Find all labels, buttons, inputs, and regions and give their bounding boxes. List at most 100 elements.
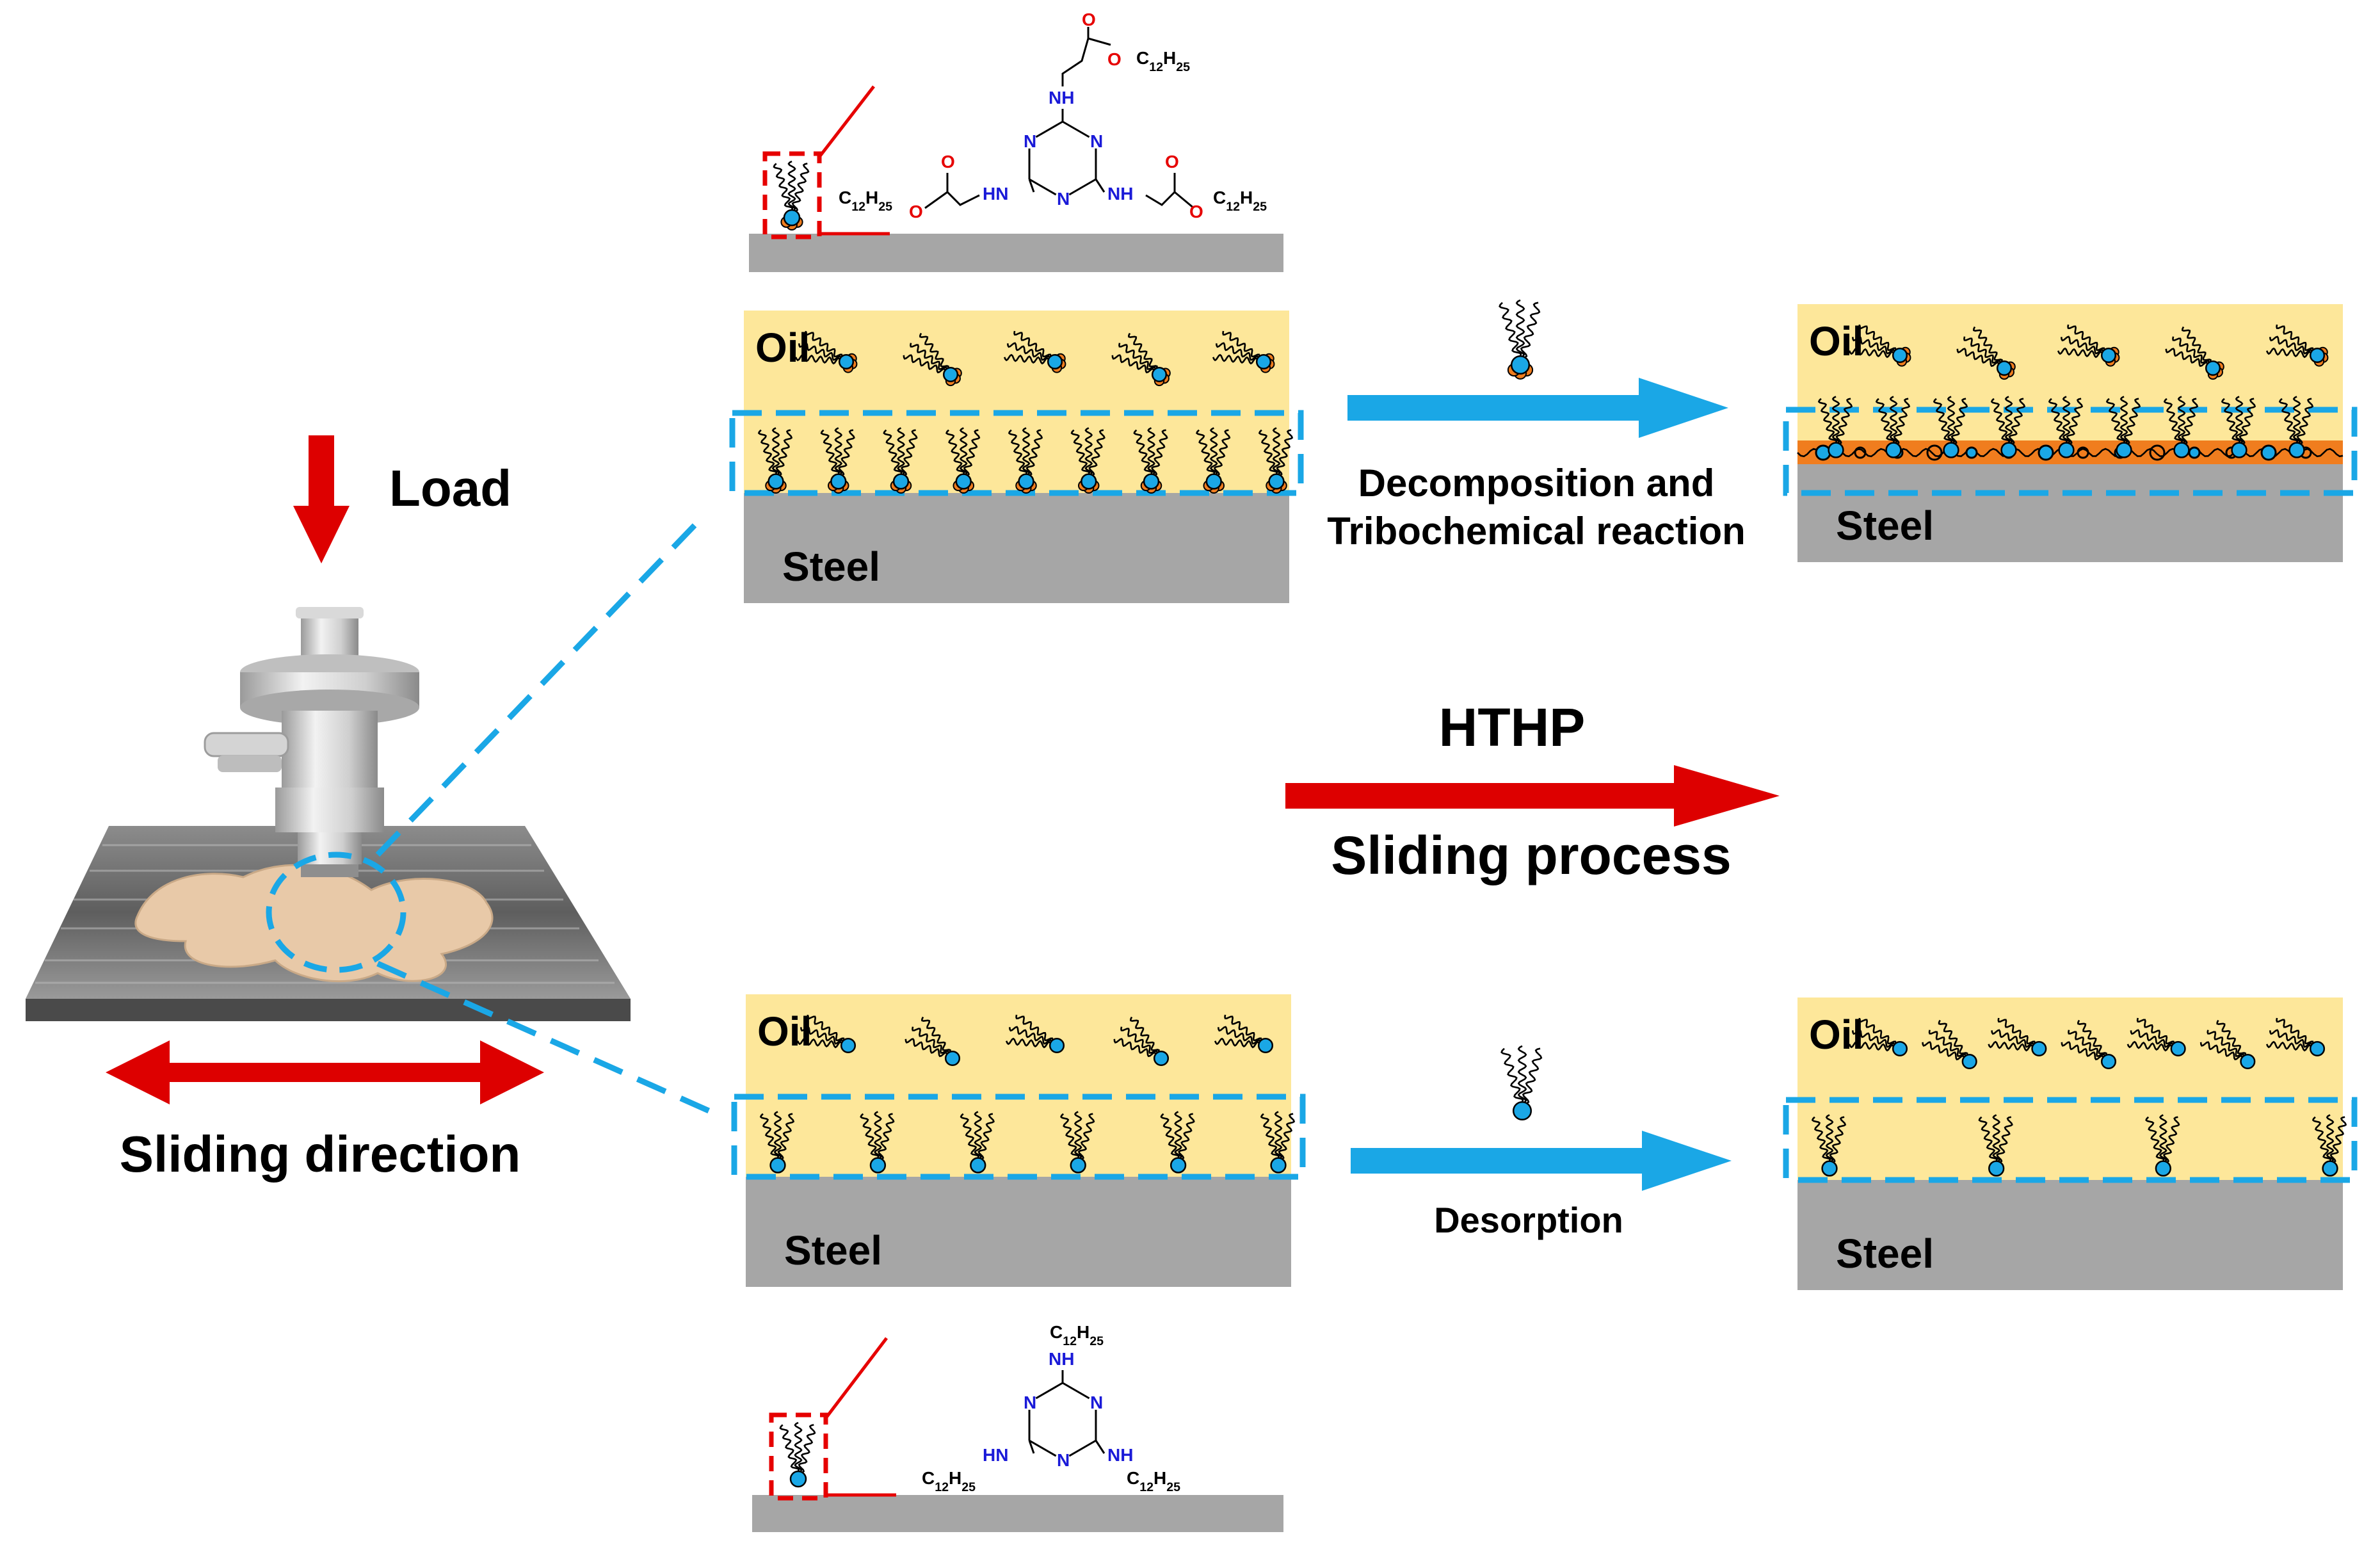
additive-molecule (2278, 396, 2314, 458)
additive-molecule (2145, 1114, 2180, 1177)
additive-molecule (1990, 396, 2026, 458)
svg-text:O: O (1165, 152, 1179, 172)
top-molecule-substrate (749, 234, 1283, 272)
additive-molecule (2312, 1114, 2347, 1177)
oil-label: Oil (1809, 1012, 1863, 1058)
oil-layer (1797, 304, 2343, 464)
svg-text:C12H25: C12H25 (1213, 188, 1267, 214)
additive-molecule (1956, 326, 2016, 380)
additive-molecule (1060, 1111, 1095, 1174)
oil-label: Oil (757, 1008, 812, 1054)
additive-molecule (1848, 324, 1911, 367)
additive-molecule (903, 332, 962, 387)
top-molecule-highlight-box (762, 151, 822, 239)
svg-text:C12H25: C12H25 (1127, 1468, 1180, 1494)
additive-molecule (796, 1014, 856, 1054)
additive-molecule (883, 427, 918, 494)
free-molecule-icon-top (1499, 299, 1541, 380)
additive-molecule (905, 1016, 961, 1067)
additive-molecule (1111, 332, 1171, 387)
additive-molecule (2127, 1017, 2186, 1057)
desorption-label: Desorption (1434, 1200, 1623, 1240)
hthp-label: HTHP (1439, 697, 1586, 757)
svg-text:N: N (1057, 189, 1070, 209)
sliding-direction-arrow (106, 1040, 544, 1104)
load-arrow (293, 435, 350, 563)
svg-text:O: O (941, 152, 955, 172)
additive-molecule (2105, 396, 2141, 458)
steel-substrate (746, 1177, 1291, 1287)
svg-text:N: N (1090, 1393, 1103, 1412)
oil-layer (744, 311, 1289, 493)
decomposition-label-line1: Decomposition and (1358, 462, 1715, 505)
additive-molecule (1500, 1045, 1543, 1121)
adsorbed-layer-box (1783, 407, 2358, 496)
steel-substrate (1797, 464, 2343, 562)
contact-zone-circle (266, 852, 406, 973)
additive-molecule (2221, 396, 2256, 458)
additive-molecule (2265, 324, 2329, 367)
additive-molecule (1933, 396, 1968, 458)
adsorbed-layer-box (1783, 1097, 2358, 1183)
blue-arrow-bottom (1351, 1131, 1732, 1191)
steel-substrate (744, 493, 1289, 603)
steel-substrate (1797, 1180, 2343, 1290)
additive-molecule (1113, 1016, 1170, 1067)
svg-text:O: O (1082, 10, 1096, 29)
svg-text:O: O (909, 202, 923, 222)
adsorbed-layer-box (729, 410, 1304, 496)
additive-molecule (1070, 427, 1106, 494)
svg-text:HN: HN (983, 184, 1008, 204)
svg-text:N: N (1024, 1393, 1036, 1412)
additive-molecule (794, 330, 858, 373)
oil-layer (746, 994, 1291, 1177)
additive-molecule (2048, 396, 2084, 458)
top-mini-molecule-icon (773, 160, 810, 230)
additive-molecule (820, 427, 855, 494)
load-label: Load (389, 460, 511, 517)
additive-molecule (945, 427, 981, 494)
svg-text:C12H25: C12H25 (1136, 48, 1190, 74)
blue-arrow-top (1347, 378, 1728, 438)
svg-text:NH: NH (1107, 184, 1133, 204)
additive-molecule (2265, 1017, 2326, 1057)
additive-molecule (1988, 1017, 2047, 1057)
additive-molecule (1005, 1014, 1065, 1054)
additive-molecule (860, 1111, 895, 1174)
svg-text:N: N (1057, 1450, 1070, 1470)
additive-molecule (2057, 324, 2120, 367)
svg-text:O: O (1107, 49, 1122, 69)
svg-text:NH: NH (1049, 88, 1074, 108)
sliding-process-label: Sliding process (1331, 825, 1732, 885)
svg-text:C12H25: C12H25 (839, 188, 892, 214)
additive-molecule (2165, 326, 2224, 380)
tribometer-apparatus (26, 607, 631, 1021)
steel-label: Steel (782, 544, 880, 590)
additive-molecule (1258, 427, 1294, 494)
svg-text:NH: NH (1107, 1445, 1133, 1465)
additive-molecule (1922, 1019, 1977, 1070)
additive-molecule (1003, 330, 1066, 373)
additive-molecule (1008, 427, 1043, 494)
additive-molecule (2163, 396, 2199, 458)
svg-text:O: O (1189, 202, 1203, 222)
additive-molecule (1160, 1111, 1195, 1174)
svg-text:C12H25: C12H25 (922, 1468, 976, 1494)
svg-text:HN: HN (983, 1445, 1008, 1465)
additive-molecule (960, 1111, 995, 1174)
additive-molecule (1848, 1017, 1908, 1057)
oil-puddle (134, 864, 494, 983)
bottom-molecule-substrate (752, 1495, 1283, 1532)
additive-molecule (1133, 427, 1168, 494)
additive-molecule (1978, 1114, 2013, 1177)
svg-text:NH: NH (1049, 1349, 1074, 1369)
oil-label: Oil (1809, 318, 1863, 364)
additive-molecule (1212, 330, 1275, 373)
